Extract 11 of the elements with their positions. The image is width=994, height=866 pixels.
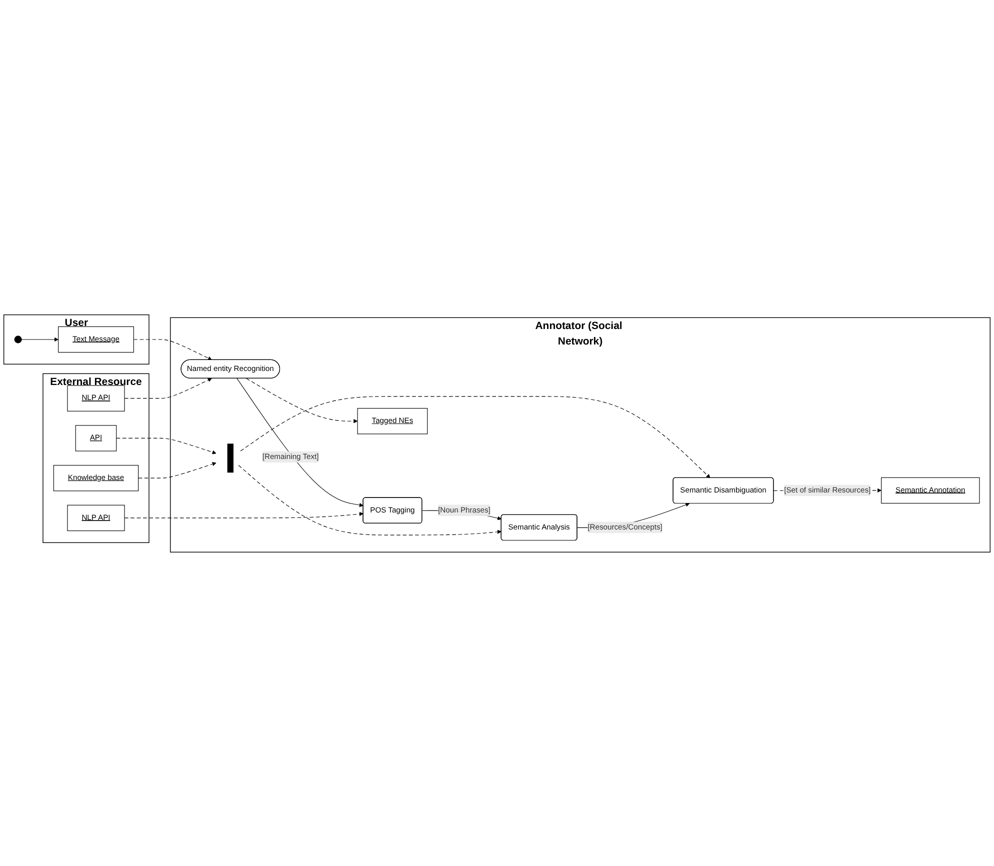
arrow	[124, 511, 364, 518]
arrow	[138, 462, 216, 478]
node-circle	[14, 335, 22, 343]
arrow	[124, 378, 212, 398]
arrow	[116, 437, 216, 454]
node-bar	[227, 443, 234, 472]
arrow	[246, 378, 358, 423]
arrow	[21, 336, 59, 342]
arrow	[240, 396, 710, 478]
arrow	[236, 378, 364, 507]
arrow	[133, 338, 212, 360]
